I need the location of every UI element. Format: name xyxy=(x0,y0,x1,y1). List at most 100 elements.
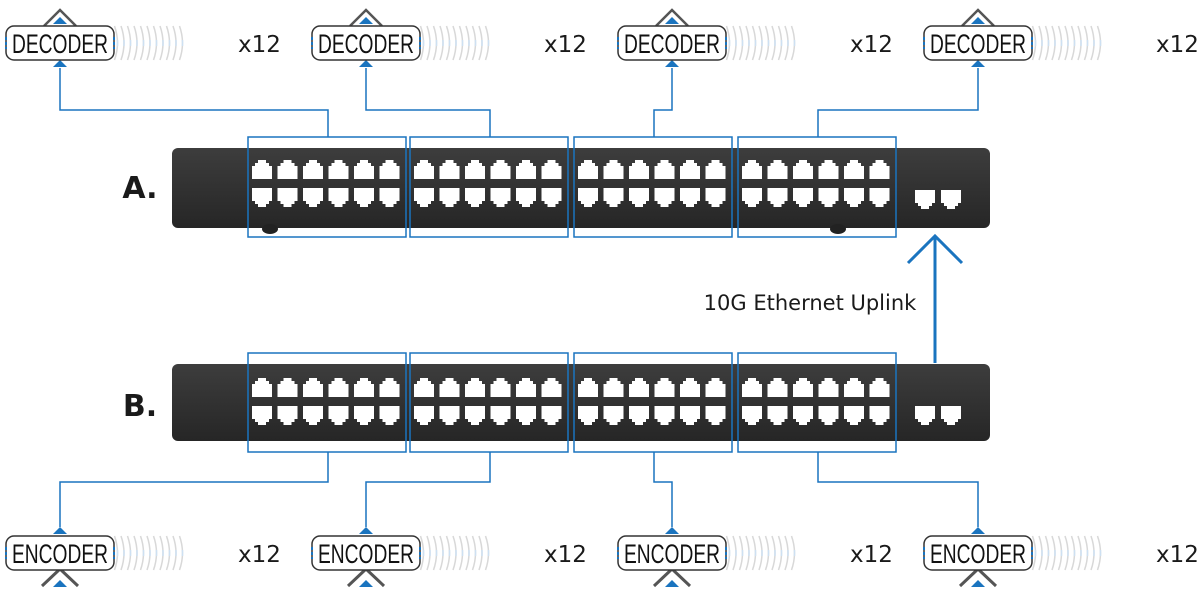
ethernet-port[interactable] xyxy=(603,378,624,397)
ethernet-port[interactable] xyxy=(705,406,726,425)
ethernet-port[interactable] xyxy=(742,378,762,397)
ethernet-port[interactable] xyxy=(793,160,813,179)
ethernet-port[interactable] xyxy=(328,160,349,179)
ethernet-port[interactable] xyxy=(767,406,788,425)
ethernet-port[interactable] xyxy=(818,160,839,179)
ethernet-port[interactable] xyxy=(277,188,298,207)
ethernet-port[interactable] xyxy=(680,188,700,207)
ethernet-port[interactable] xyxy=(629,378,649,397)
ethernet-port[interactable] xyxy=(578,406,598,425)
ethernet-port[interactable] xyxy=(379,406,400,425)
ethernet-port[interactable] xyxy=(793,378,813,397)
ethernet-port[interactable] xyxy=(869,188,890,207)
ethernet-port[interactable] xyxy=(414,160,434,179)
ethernet-port[interactable] xyxy=(328,188,349,207)
ethernet-port[interactable] xyxy=(277,160,298,179)
ethernet-port[interactable] xyxy=(490,378,511,397)
ethernet-port[interactable] xyxy=(354,160,374,179)
ethernet-port[interactable] xyxy=(379,378,400,397)
switch-a-port-group-3[interactable] xyxy=(573,136,733,238)
ethernet-port[interactable] xyxy=(516,378,536,397)
ethernet-port[interactable] xyxy=(490,160,511,179)
ethernet-port[interactable] xyxy=(252,378,272,397)
ethernet-port[interactable] xyxy=(578,188,598,207)
ethernet-port[interactable] xyxy=(379,188,400,207)
switch-a-port-group-4[interactable] xyxy=(737,136,897,238)
uplink-port[interactable] xyxy=(915,190,935,209)
ethernet-port[interactable] xyxy=(303,406,323,425)
ethernet-port[interactable] xyxy=(654,406,675,425)
ethernet-port[interactable] xyxy=(654,378,675,397)
ethernet-port[interactable] xyxy=(767,378,788,397)
ethernet-port[interactable] xyxy=(680,406,700,425)
switch-b-port-group-2[interactable] xyxy=(409,352,569,453)
ethernet-port[interactable] xyxy=(439,188,460,207)
ethernet-port[interactable] xyxy=(490,406,511,425)
ethernet-port[interactable] xyxy=(603,406,624,425)
ethernet-port[interactable] xyxy=(439,406,460,425)
ethernet-port[interactable] xyxy=(818,406,839,425)
ethernet-port[interactable] xyxy=(680,378,700,397)
ethernet-port[interactable] xyxy=(328,406,349,425)
ethernet-port[interactable] xyxy=(541,188,562,207)
ethernet-port[interactable] xyxy=(354,378,374,397)
ethernet-port[interactable] xyxy=(578,378,598,397)
ethernet-port[interactable] xyxy=(629,188,649,207)
ethernet-port[interactable] xyxy=(303,160,323,179)
ethernet-port[interactable] xyxy=(516,160,536,179)
ethernet-port[interactable] xyxy=(742,188,762,207)
ethernet-port[interactable] xyxy=(767,188,788,207)
ethernet-port[interactable] xyxy=(541,406,562,425)
ethernet-port[interactable] xyxy=(252,406,272,425)
ethernet-port[interactable] xyxy=(844,406,864,425)
ethernet-port[interactable] xyxy=(629,406,649,425)
ethernet-port[interactable] xyxy=(414,406,434,425)
ethernet-port[interactable] xyxy=(252,188,272,207)
ethernet-port[interactable] xyxy=(439,378,460,397)
ethernet-port[interactable] xyxy=(490,188,511,207)
ethernet-port[interactable] xyxy=(603,188,624,207)
ethernet-port[interactable] xyxy=(516,406,536,425)
ethernet-port[interactable] xyxy=(742,160,762,179)
ethernet-port[interactable] xyxy=(603,160,624,179)
ethernet-port[interactable] xyxy=(303,188,323,207)
ethernet-port[interactable] xyxy=(414,188,434,207)
ethernet-port[interactable] xyxy=(277,406,298,425)
ethernet-port[interactable] xyxy=(844,378,864,397)
ethernet-port[interactable] xyxy=(541,378,562,397)
ethernet-port[interactable] xyxy=(629,160,649,179)
switch-b-port-group-4[interactable] xyxy=(737,352,897,453)
ethernet-port[interactable] xyxy=(818,378,839,397)
switch-a[interactable]: A. xyxy=(122,136,990,238)
ethernet-port[interactable] xyxy=(303,378,323,397)
ethernet-port[interactable] xyxy=(869,160,890,179)
ethernet-port[interactable] xyxy=(844,188,864,207)
ethernet-port[interactable] xyxy=(354,406,374,425)
ethernet-port[interactable] xyxy=(818,188,839,207)
ethernet-port[interactable] xyxy=(465,378,485,397)
switch-b-port-group-1[interactable] xyxy=(247,352,407,453)
ethernet-port[interactable] xyxy=(516,188,536,207)
switch-b[interactable]: B. xyxy=(123,352,990,453)
uplink-port[interactable] xyxy=(941,190,961,209)
ethernet-port[interactable] xyxy=(844,160,864,179)
ethernet-port[interactable] xyxy=(354,188,374,207)
ethernet-port[interactable] xyxy=(465,188,485,207)
ethernet-port[interactable] xyxy=(705,160,726,179)
ethernet-port[interactable] xyxy=(379,160,400,179)
ethernet-port[interactable] xyxy=(742,406,762,425)
ethernet-port[interactable] xyxy=(767,160,788,179)
ethernet-port[interactable] xyxy=(680,160,700,179)
ethernet-port[interactable] xyxy=(252,160,272,179)
switch-b-port-group-3[interactable] xyxy=(573,352,733,453)
ethernet-port[interactable] xyxy=(705,378,726,397)
ethernet-port[interactable] xyxy=(654,160,675,179)
ethernet-port[interactable] xyxy=(277,378,298,397)
ethernet-port[interactable] xyxy=(793,188,813,207)
